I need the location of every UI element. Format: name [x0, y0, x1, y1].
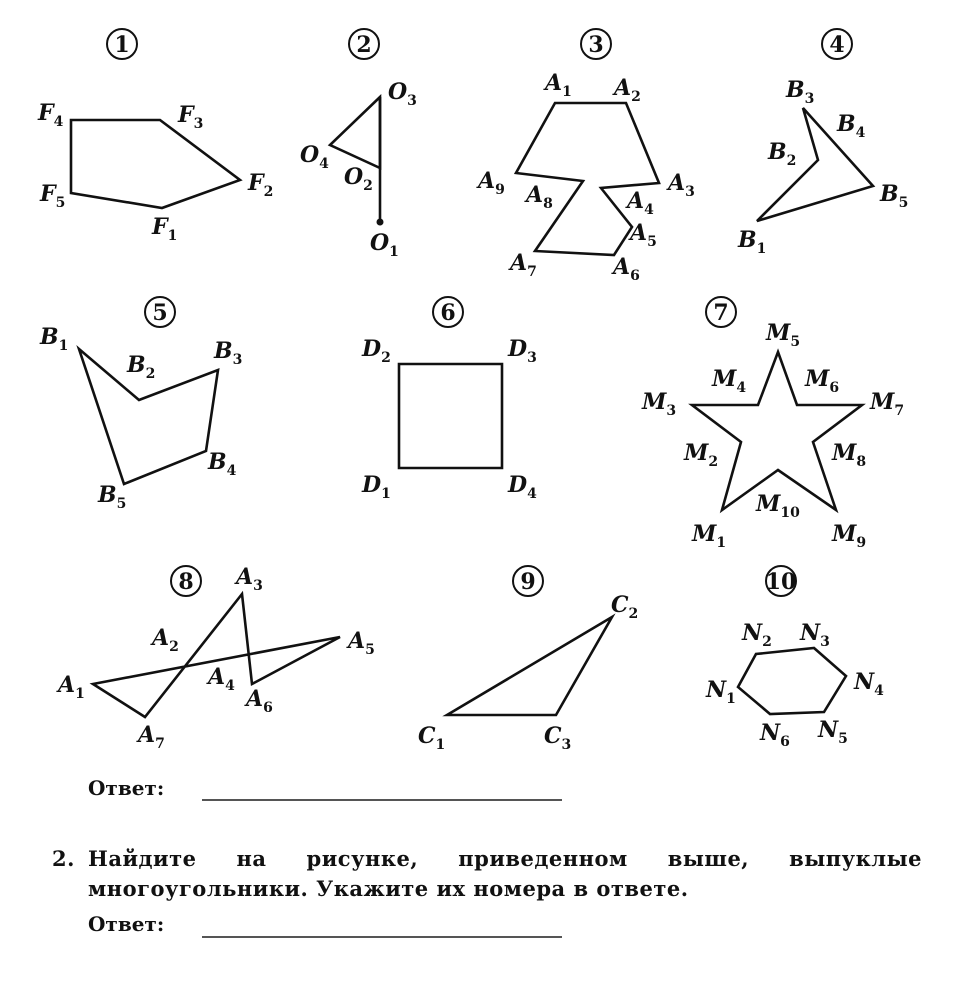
figure-1-number: 1	[114, 32, 129, 58]
figure-3-vertex-label-4: A4	[625, 188, 654, 218]
figure-10-polygon	[736, 646, 848, 716]
figure-8-number-circle	[170, 565, 202, 597]
figure-1-vertex-label-2: F2	[247, 170, 273, 200]
figure-1-vertex-label-3: F3	[177, 102, 203, 132]
task-2: 2. Найдите на рисунке, приведенном выше,…	[52, 844, 922, 904]
figure-6-vertex-label-3: D3	[507, 336, 537, 366]
figure-9-vertex-label-2: C2	[611, 592, 638, 622]
figure-4-polygon	[756, 107, 876, 223]
task-2-text: Найдите на рисунке, приведенном выше, вы…	[88, 846, 922, 901]
figure-5-number-circle	[144, 296, 176, 328]
figure-7-vertex-label-9: M9	[831, 521, 866, 551]
figure-3-vertex-label-1: A1	[543, 70, 572, 100]
figure-5-number: 5	[152, 300, 167, 326]
figure-1-polygon	[69, 118, 243, 210]
figure-4-vertex-label-2: B2	[767, 139, 796, 169]
figure-7-vertex-label-5: M5	[765, 320, 800, 350]
figure-10-vertex-label-2: N2	[741, 620, 772, 650]
figure-4-vertex-label-1: B1	[737, 227, 766, 257]
figure-8-vertex-label-2: A2	[150, 625, 179, 655]
figure-3-number-circle	[580, 28, 612, 60]
answer-1-line[interactable]	[202, 799, 562, 801]
figure-8-vertex-label-1: A1	[56, 672, 85, 702]
figure-3-number: 3	[588, 32, 603, 58]
figure-8-vertex-label-6: A6	[244, 686, 273, 716]
figure-5-vertex-label-5: B5	[97, 482, 126, 512]
figure-10-number-circle	[765, 565, 797, 597]
figure-8-vertex-label-7: A7	[136, 722, 165, 752]
figure-2-polygon	[327, 93, 382, 171]
figure-7-vertex-label-2: M2	[683, 440, 718, 470]
figure-2-number: 2	[356, 32, 371, 58]
figure-8-vertex-label-3: A3	[234, 564, 263, 594]
figure-4-vertex-label-5: B5	[879, 181, 908, 211]
figure-3-vertex-label-9: A9	[476, 168, 505, 198]
figure-5-vertex-label-1: B1	[39, 324, 68, 354]
figure-10-vertex-label-4: N4	[853, 669, 884, 699]
figure-9-polygon	[442, 613, 616, 717]
figure-9-vertex-label-1: C1	[418, 723, 445, 753]
figure-10-vertex-label-5: N5	[817, 717, 848, 747]
figure-8-number: 8	[178, 569, 193, 595]
figure-2-number-circle	[348, 28, 380, 60]
figure-4-vertex-label-4: B4	[836, 111, 866, 141]
figure-7-number-circle	[705, 296, 737, 328]
figure-5-polygon	[76, 344, 220, 486]
answer-2-label: Ответ:	[88, 912, 165, 936]
figure-7-polygon	[688, 348, 866, 514]
figure-7-number: 7	[713, 300, 728, 326]
figure-7-vertex-label-1: M1	[691, 521, 726, 551]
figure-3-vertex-label-8: A8	[524, 182, 553, 212]
figure-1-vertex-label-5: F5	[39, 181, 65, 211]
figure-4-number: 4	[829, 32, 844, 58]
figure-3-vertex-label-7: A7	[508, 250, 537, 280]
figure-9-vertex-label-3: C3	[544, 723, 571, 753]
figure-9-number-circle	[512, 565, 544, 597]
figure-7-vertex-label-10: M10	[755, 491, 800, 521]
figure-3-vertex-label-5: A5	[628, 220, 657, 250]
figure-7-vertex-label-7: M7	[869, 389, 904, 419]
figure-7-vertex-label-6: M6	[804, 366, 839, 396]
figure-2-polygon	[376, 218, 384, 226]
figure-6-vertex-label-4: D4	[507, 472, 537, 502]
figure-4-number-circle	[821, 28, 853, 60]
figure-7-vertex-label-8: M8	[831, 440, 866, 470]
figure-8-vertex-label-4: A4	[206, 664, 235, 694]
figure-1-vertex-label-4: F4	[37, 100, 64, 130]
figure-3-polygon	[513, 101, 661, 257]
figure-3-vertex-label-2: A2	[612, 75, 641, 105]
figure-6-vertex-label-1: D1	[361, 472, 391, 502]
figure-3-vertex-label-3: A3	[666, 170, 695, 200]
figure-6-polygon	[397, 362, 504, 470]
figure-2-vertex-label-3: O3	[388, 79, 417, 109]
figure-10-vertex-label-1: N1	[705, 677, 736, 707]
figure-3-vertex-label-6: A6	[611, 254, 640, 284]
figure-2-vertex-label-1: O1	[370, 230, 399, 260]
figure-8-vertex-label-5: A5	[346, 628, 375, 658]
figure-7-vertex-label-3: M3	[641, 389, 676, 419]
figure-6-number-circle	[432, 296, 464, 328]
answer-2-line[interactable]	[202, 936, 562, 938]
figure-9-number: 9	[520, 569, 535, 595]
figure-2-vertex-label-2: O2	[344, 164, 373, 194]
figure-6-number: 6	[440, 300, 455, 326]
figure-1-vertex-label-1: F1	[151, 214, 177, 244]
figure-10-vertex-label-3: N3	[799, 620, 830, 650]
figure-1-number-circle	[106, 28, 138, 60]
figure-5-vertex-label-3: B3	[213, 338, 242, 368]
figure-5-vertex-label-4: B4	[207, 449, 237, 479]
task-2-number: 2.	[52, 846, 75, 871]
figure-8-polygon	[89, 590, 341, 719]
figure-7-vertex-label-4: M4	[711, 366, 746, 396]
answer-1-label: Ответ:	[88, 776, 165, 800]
figure-6-vertex-label-2: D2	[361, 336, 391, 366]
figure-5-vertex-label-2: B2	[126, 352, 155, 382]
figure-4-vertex-label-3: B3	[785, 77, 814, 107]
figure-10-number: 10	[766, 569, 797, 595]
figure-2-vertex-label-4: O4	[300, 142, 329, 172]
figure-10-vertex-label-6: N6	[759, 720, 790, 750]
